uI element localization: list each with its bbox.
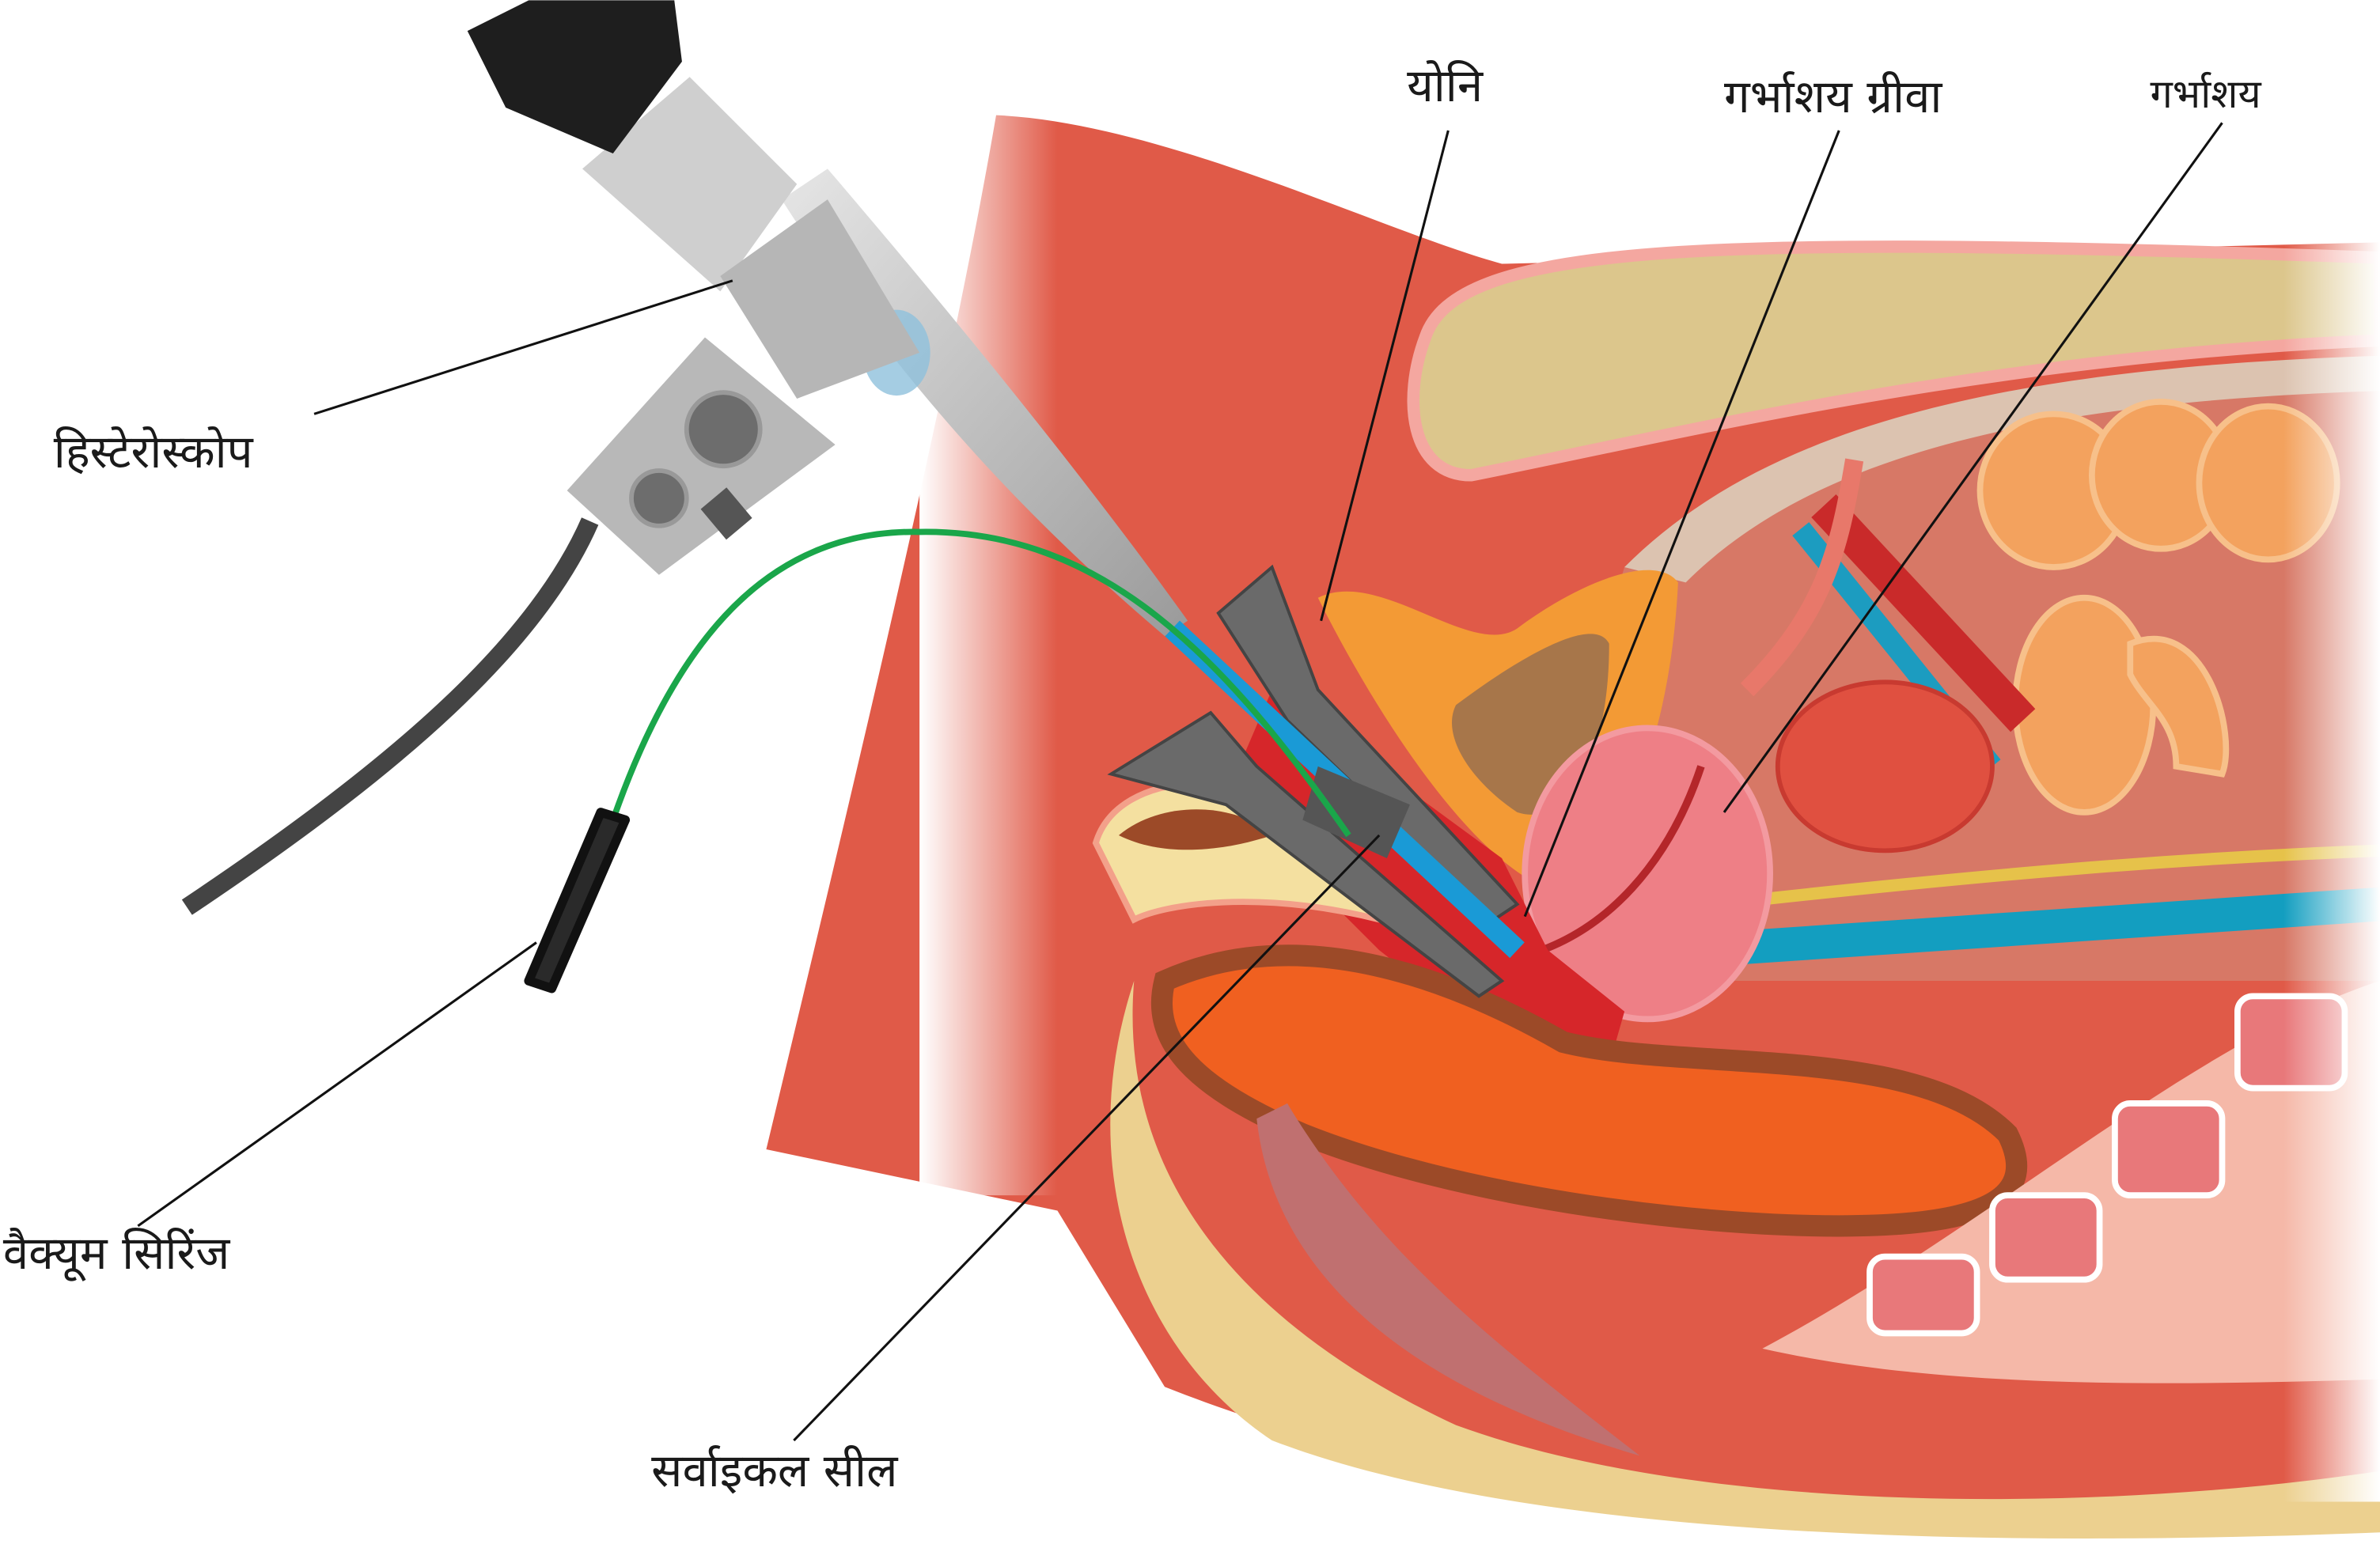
leader-uterus (1722, 122, 2223, 813)
label-cervical-seal: सर्वाइकल सील (651, 1444, 899, 1497)
vein-lower (1700, 887, 2380, 967)
label-cervix: गर्भाशय ग्रीवा (1724, 70, 1942, 123)
suction-line (610, 528, 1351, 838)
vacuum-syringe[interactable] (524, 808, 631, 994)
ovary (1775, 679, 1995, 853)
cervical-seal[interactable] (1302, 766, 1410, 859)
hysteroscope-sheath (781, 168, 1188, 637)
pubic-bone (1407, 240, 2380, 482)
light-cable (181, 517, 599, 915)
leader-vacuum-syringe (137, 941, 537, 1228)
speculum (1107, 564, 1520, 998)
artery (1811, 494, 2036, 732)
leader-vagina (1320, 130, 1450, 622)
leader-cervical-seal (793, 834, 1381, 1442)
hysteroscope[interactable] (181, 0, 920, 915)
eyepiece (467, 0, 682, 154)
label-vagina: योनि (1407, 59, 1484, 112)
label-hysteroscope: हिस्टेरोस्कोप (54, 425, 254, 479)
ureter (1740, 458, 1864, 697)
leader-cervix (1523, 130, 1840, 918)
label-vacuum-syringe: वैक्यूम सिरिंज (3, 1226, 230, 1281)
leader-hysteroscope (313, 279, 733, 415)
label-uterus: गर्भाशय (2150, 70, 2261, 117)
uterine-cavity (1516, 765, 1705, 962)
coccyx-muscle (1256, 1103, 1640, 1456)
